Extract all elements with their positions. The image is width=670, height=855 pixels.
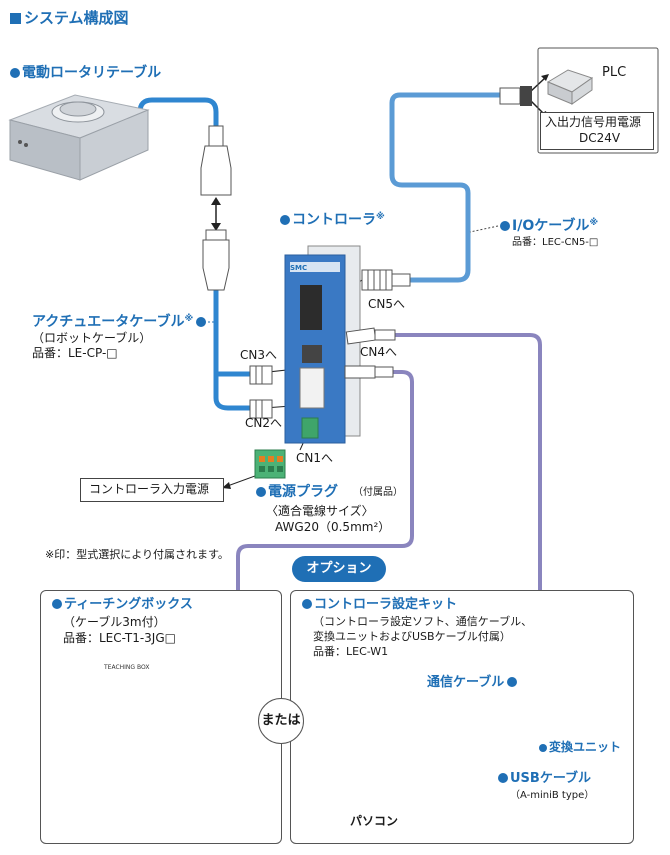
actuator-cable-sub: （ロボットケーブル） [32,331,152,345]
power-plug-attached: （付属品） [353,487,403,498]
cn4-label: CN4へ [360,345,397,359]
input-power-label: コントローラ入力電源 [89,482,210,496]
usb-cable-label: USBケーブル [498,771,591,787]
controller-body [284,245,361,444]
comm-cable-label: 通信ケーブル [427,675,519,691]
teaching-plug-connector [344,365,394,379]
cn5-connector [361,269,411,291]
converter-label: 変換ユニット [539,740,621,755]
option-pill: オプション [292,556,386,582]
page-title: システム構成図 [10,9,129,27]
setting-kit-panel [290,590,634,844]
io-cable-label: I/Oケーブル※ [500,218,598,234]
leader-io [469,225,499,233]
cn1-label: CN1へ [296,451,333,465]
plc-power-box: 入出力信号用電源 DC24V [540,112,654,150]
wire-size-line2: AWG20（0.5mm²） [275,520,391,534]
cn2-connector [249,399,273,419]
teaching-box-part-no: 品番：LEC-T1-3JG□ [63,631,176,645]
teaching-box-screen-text: TEACHING BOX [104,664,150,671]
io-cable-line [389,92,512,283]
wire-size-line1: 〈適合電線サイズ〉 [266,504,374,518]
plc-power-line1: 入出力信号用電源 [545,115,642,129]
pc-label: パソコン [350,814,399,828]
setting-kit-sub1: （コントローラ設定ソフト、通信ケーブル、 [313,615,533,628]
footnote: ※印：型式選択により付属されます。 [45,548,229,561]
actuator-cable-part-no: 品番：LE-CP-□ [32,346,118,360]
actuator-label: 電動ロータリテーブル [10,65,161,81]
cn5-label: CN5へ [368,297,405,311]
cn3-connector [249,365,273,385]
actuator-plug-upper [200,125,232,196]
actuator-cable-line-lower [213,290,270,411]
rotary-table-image [8,94,150,181]
setting-kit-part-no: 品番：LEC-W1 [313,645,389,658]
actuator-plug-lower [202,229,230,291]
io-cable-part-no: 品番：LEC-CN5-□ [512,237,599,248]
comm-cable-line [395,333,542,708]
power-plug-image [254,449,286,479]
plc-power-line2: DC24V [579,131,621,145]
cn3-label: CN3へ [240,348,277,362]
controller-label: コントローラ※ [280,212,385,228]
teaching-box-sub: （ケーブル3m付） [63,615,166,629]
teaching-box-panel [40,590,282,844]
setting-kit-label: コントローラ設定キット [302,597,457,613]
cn2-label: CN2へ [245,416,282,430]
plc-image [546,69,594,105]
usb-cable-type: （A-miniB type） [510,790,595,801]
controller-brand: SMC [290,264,308,272]
power-plug-label: 電源プラグ [256,484,338,500]
cn4-connector [345,327,396,345]
setting-kit-sub2: 変換ユニットおよびUSBケーブル付属） [313,630,511,643]
actuator-cable-label: アクチュエータケーブル※ [32,314,208,330]
plc-box [537,47,659,154]
plc-connector [499,86,532,106]
teaching-box-label: ティーチングボックス [52,597,193,613]
input-power-box: コントローラ入力電源 [80,478,224,502]
or-circle: または [258,698,304,744]
plc-label: PLC [602,65,627,80]
actuator-cable-line-upper [137,97,219,138]
